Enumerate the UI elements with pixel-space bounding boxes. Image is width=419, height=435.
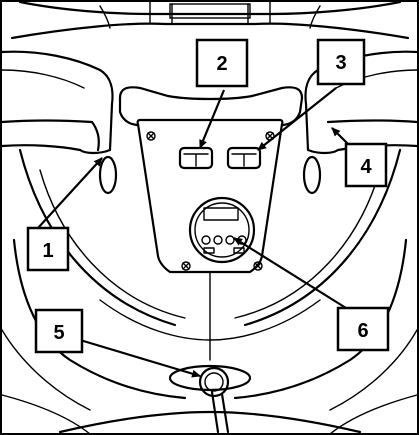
key-switch <box>168 364 252 434</box>
callout-2: 2 <box>195 38 249 88</box>
callout-3: 3 <box>316 38 366 86</box>
right-rocker-switch <box>226 146 262 170</box>
callout-5-label: 5 <box>53 322 64 344</box>
callout-1-label: 1 <box>42 240 53 262</box>
switch-panel <box>136 118 284 274</box>
callout-1: 1 <box>26 226 70 272</box>
battery-meter <box>188 196 256 264</box>
callout-6-label: 6 <box>357 320 368 342</box>
callout-4-label: 4 <box>360 156 372 178</box>
left-mirror-arm <box>0 50 118 195</box>
callout-5: 5 <box>34 308 84 354</box>
left-rocker-switch <box>178 146 214 170</box>
body-sweeps <box>1 148 418 435</box>
callout-3-label: 3 <box>335 52 346 74</box>
callout-6: 6 <box>336 306 390 352</box>
callout-4: 4 <box>344 142 388 188</box>
callout-2-label: 2 <box>216 53 227 75</box>
top-cowl <box>10 0 410 40</box>
leader-lines <box>37 87 363 378</box>
